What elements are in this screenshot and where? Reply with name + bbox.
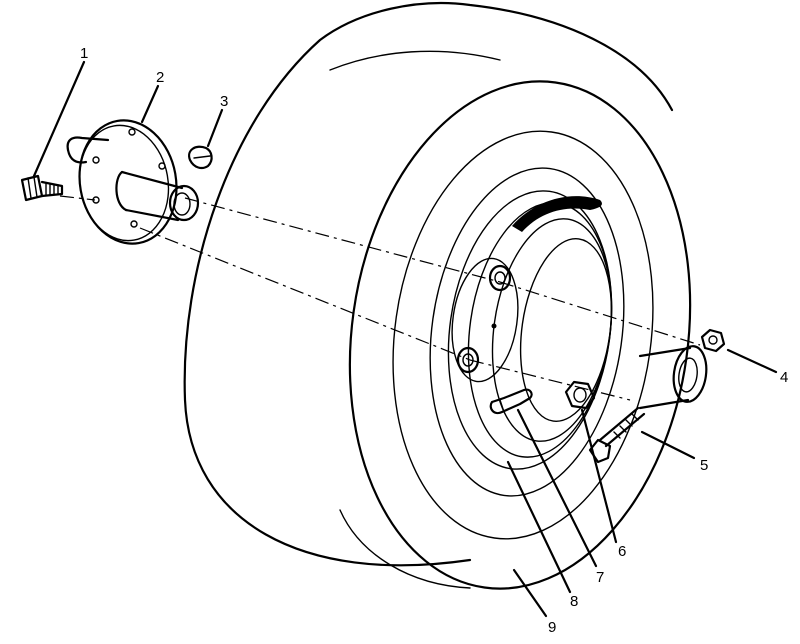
leader-line-5 (640, 430, 696, 460)
callout-5: 5 (700, 457, 708, 474)
callout-4: 4 (780, 369, 788, 386)
leader-line-9 (512, 568, 548, 618)
leader-line-6 (580, 408, 618, 544)
leader-lines (32, 60, 778, 618)
tire (183, 2, 692, 590)
callout-7: 7 (596, 569, 604, 586)
part-2-hub (66, 119, 200, 245)
callout-9: 9 (548, 619, 556, 636)
callout-6: 6 (618, 543, 626, 560)
leader-line-1 (32, 60, 86, 178)
leader-line-2 (140, 84, 160, 124)
wheel-rim (447, 190, 613, 470)
callout-labels: 1 2 3 4 5 6 7 8 9 (80, 45, 788, 636)
leader-line-8 (506, 460, 572, 594)
callout-8: 8 (570, 593, 578, 610)
part-6-lug-nut (564, 380, 596, 410)
part-3-key (188, 145, 213, 170)
callout-2: 2 (156, 69, 164, 86)
center-lines (59, 195, 701, 401)
callout-3: 3 (220, 93, 228, 110)
leader-line-7 (516, 408, 598, 568)
leader-line-3 (206, 108, 224, 148)
part-4-nut (700, 328, 726, 353)
leader-line-4 (726, 348, 778, 374)
part-1-bolt (20, 174, 64, 202)
callout-1: 1 (80, 45, 88, 62)
part-5-bolt-spacer (588, 345, 708, 464)
part-7-valve-stem (489, 388, 533, 415)
